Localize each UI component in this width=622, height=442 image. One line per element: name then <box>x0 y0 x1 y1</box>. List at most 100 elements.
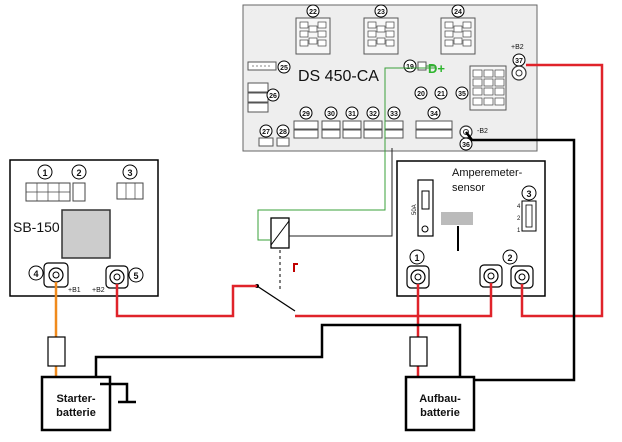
connector-25-block <box>247 61 277 71</box>
svg-text:24: 24 <box>454 9 462 16</box>
sb-b1-stud <box>43 262 69 288</box>
badge-27: 27 <box>259 124 273 138</box>
relay-switch-arm <box>256 285 296 312</box>
badge-29: 29 <box>299 106 313 120</box>
badge-20: 20 <box>414 86 428 100</box>
badge-28: 28 <box>276 124 290 138</box>
wire-red-ds-b2 <box>520 63 604 318</box>
badge-19: 19 <box>403 59 417 73</box>
svg-text:31: 31 <box>348 111 356 118</box>
aufbau-battery-label-2: batterie <box>420 407 460 419</box>
ammeter-title-2: sensor <box>452 182 485 194</box>
aufbau-battery-label-1: Aufbau- <box>419 393 461 405</box>
svg-text:1: 1 <box>414 253 419 263</box>
b2-right-label: +B2 <box>511 44 524 51</box>
starter-battery-label-1: Starter- <box>56 393 95 405</box>
svg-text:29: 29 <box>302 111 310 118</box>
sb-badge-5: 5 <box>128 267 144 283</box>
ammeter-badge-3: 3 <box>521 185 537 201</box>
ds-connector-badges: 22 23 24 25 26 19 20 21 35 29 30 31 32 3… <box>259 4 526 151</box>
svg-text:27: 27 <box>262 129 270 136</box>
d-plus-label: D+ <box>428 61 445 76</box>
connector-30-block <box>321 120 341 139</box>
ammeter-pin-1: 1 <box>517 228 521 234</box>
starter-battery-label-2: batterie <box>56 407 96 419</box>
connector-33-block <box>384 120 404 139</box>
connector-24-block <box>440 17 476 55</box>
svg-text:4: 4 <box>33 269 38 279</box>
badge-21: 21 <box>434 86 448 100</box>
ammeter-title-1: Amperemeter- <box>452 167 523 179</box>
svg-text:37: 37 <box>515 58 523 65</box>
sb-b2-stud <box>105 265 129 289</box>
svg-text:3: 3 <box>526 189 531 199</box>
sb-badge-1: 1 <box>37 164 53 180</box>
wire-black-ds-minus <box>465 131 576 382</box>
sb-b2-label: +B2 <box>92 287 105 294</box>
connector-34-block <box>415 120 453 139</box>
relay-contact-fixed <box>293 263 298 272</box>
relay <box>255 217 298 312</box>
connector-29-block <box>293 120 319 139</box>
svg-text:20: 20 <box>417 91 425 98</box>
svg-text:28: 28 <box>279 129 287 136</box>
wire-red-b2 <box>115 284 257 318</box>
wire-black-ground-starter <box>94 323 462 384</box>
ammeter-shunt-label: 50A <box>412 204 418 215</box>
badge-31: 31 <box>345 106 359 120</box>
svg-text:33: 33 <box>390 111 398 118</box>
sb150-center-block <box>61 209 111 259</box>
ds450-title: DS 450-CA <box>298 68 379 85</box>
svg-text:5: 5 <box>133 271 138 281</box>
svg-text:26: 26 <box>269 93 277 100</box>
ammeter-badge-1: 1 <box>409 249 425 265</box>
badge-22: 22 <box>306 4 320 18</box>
wire-relay-to-ds <box>289 148 393 237</box>
connector-22-block <box>295 17 331 55</box>
d-plus-pin <box>417 61 427 71</box>
ammeter-box: Amperemeter- sensor 50A 4 2 1 1 2 3 <box>396 160 546 297</box>
connector-31-block <box>342 120 362 139</box>
ammeter-pin-4: 4 <box>517 204 521 210</box>
badge-37: 37 <box>512 53 526 67</box>
ds450-box: DS 450-CA D+ +B2 -B2 <box>242 4 538 152</box>
badge-30: 30 <box>324 106 338 120</box>
sb150-box: SB-150 1 2 3 4 5 +B1 +B2 <box>9 159 159 297</box>
b2-bottom-label: -B2 <box>477 128 488 135</box>
svg-text:23: 23 <box>377 9 385 16</box>
svg-text:22: 22 <box>309 9 317 16</box>
svg-text:34: 34 <box>430 111 438 118</box>
ammeter-badge-2: 2 <box>502 249 518 265</box>
connector-35-block <box>469 65 507 111</box>
badge-32: 32 <box>366 106 380 120</box>
badge-36: 36 <box>459 137 473 151</box>
connector-23-block <box>363 17 399 55</box>
badge-23: 23 <box>374 4 388 18</box>
sb-badge-3: 3 <box>122 164 138 180</box>
wire-green-d-plus <box>257 65 436 241</box>
fuse-aufbau <box>409 336 428 367</box>
badge-33: 33 <box>387 106 401 120</box>
ground-icon <box>100 382 136 404</box>
svg-text:30: 30 <box>327 111 335 118</box>
svg-text:2: 2 <box>76 168 81 178</box>
sb150-title: SB-150 <box>13 219 60 235</box>
sb-b1-label: +B1 <box>68 287 81 294</box>
starter-battery: Starter- batterie <box>40 375 112 432</box>
connector-32-block <box>363 120 383 139</box>
badge-26: 26 <box>266 88 280 102</box>
svg-text:2: 2 <box>507 253 512 263</box>
badge-34: 34 <box>427 106 441 120</box>
ammeter-pin-2: 2 <box>517 216 521 222</box>
connector-28-block <box>276 137 290 147</box>
ammeter-sense-bar <box>441 212 473 225</box>
svg-text:35: 35 <box>458 91 466 98</box>
badge-24: 24 <box>451 4 465 18</box>
svg-text:1: 1 <box>42 168 47 178</box>
aufbau-battery: Aufbau- batterie <box>404 375 476 432</box>
svg-text:36: 36 <box>462 142 470 149</box>
sb-badge-2: 2 <box>71 164 87 180</box>
badge-35: 35 <box>455 86 469 100</box>
wire-red-relay-to-ammeter <box>295 283 493 318</box>
